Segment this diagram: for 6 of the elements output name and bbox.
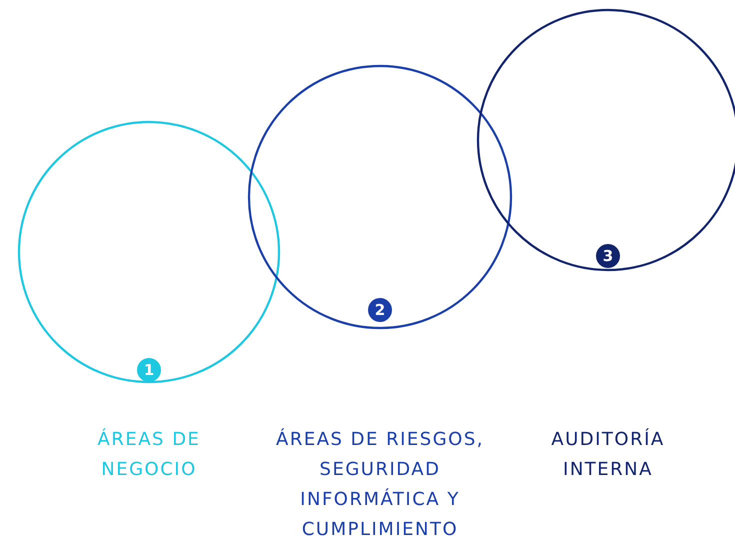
number-badge: 2: [368, 298, 392, 322]
area-label: AUDITORÍA INTERNA: [550, 427, 666, 482]
area-label: ÁREAS DE NEGOCIO: [96, 427, 202, 482]
number-badge: 1: [137, 358, 161, 382]
number-badge: 3: [596, 244, 620, 268]
area-label: ÁREAS DE RIESGOS, SEGURIDAD INFORMÁTICA Y CUMPLIMIENTO: [275, 427, 485, 542]
